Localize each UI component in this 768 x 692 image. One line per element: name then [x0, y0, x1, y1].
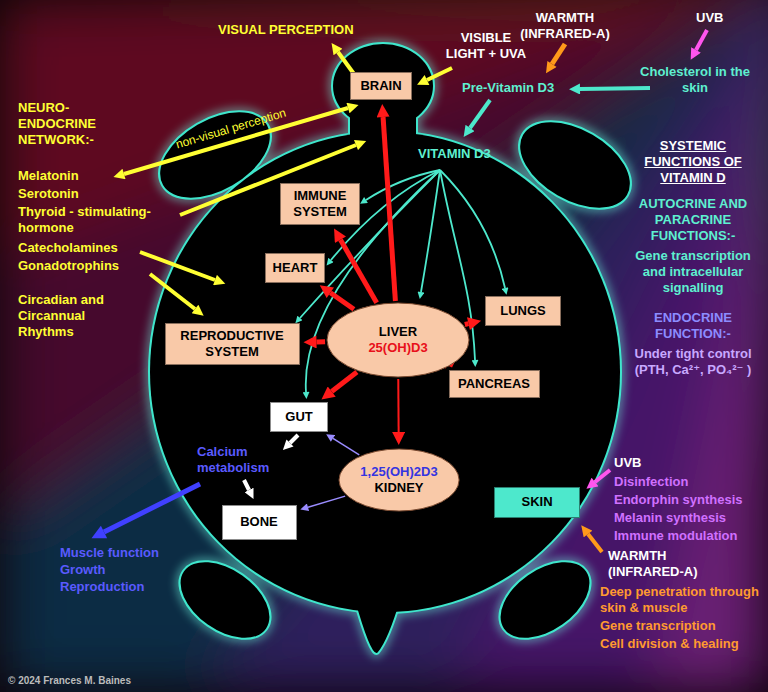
annotation-label: NEURO-ENDOCRINE NETWORK:-	[18, 100, 118, 148]
annotation-label: Circadian and Circannual Rhythms	[18, 292, 138, 340]
annotation-label: Growth	[60, 562, 106, 578]
organ-box: SKIN	[494, 487, 580, 518]
organ-box: REPRODUCTIVE SYSTEM	[165, 323, 300, 365]
leader-arrow	[696, 30, 707, 50]
leader-arrow	[338, 52, 354, 74]
leader-arrow	[595, 470, 610, 482]
node-text: HEART	[273, 260, 318, 276]
node-text: 25(OH)D3	[368, 340, 427, 356]
node-text: SKIN	[521, 494, 552, 510]
annotation-label: Reproduction	[60, 579, 145, 595]
vitamin-d-line	[366, 170, 440, 200]
annotation-label: UVB	[696, 10, 723, 26]
node-text: KIDNEY	[360, 480, 437, 496]
leader-arrow	[552, 44, 565, 64]
annotation-label: Pre-Vitamin D3	[462, 80, 554, 96]
annotation-label: Deep penetration through skin & muscle	[600, 584, 765, 616]
annotation-label: Melatonin	[18, 168, 79, 184]
organ-box: GUT	[270, 402, 328, 432]
annotation-label: SYSTEMIC FUNCTIONS OF VITAMIN D	[622, 138, 764, 186]
annotation-label: Catecholamines	[18, 240, 118, 256]
connector-arrow	[397, 379, 399, 432]
leader-arrows	[104, 30, 707, 552]
annotation-label: ENDOCRINE FUNCTION:-	[622, 310, 764, 342]
organ-ellipse: 1,25(OH)2D3KIDNEY	[339, 449, 459, 511]
leader-arrow	[124, 108, 348, 174]
annotation-label: AUTOCRINE AND PARACRINE FUNCTIONS:-	[622, 196, 764, 244]
organ-box: BONE	[222, 505, 297, 540]
organ-box: LUNGS	[485, 296, 561, 326]
leader-arrow	[588, 534, 602, 552]
organ-box: PANCREAS	[449, 370, 540, 398]
annotation-label: Melanin synthesis	[614, 510, 726, 526]
turtle-glow	[146, 44, 645, 653]
connector-arrow	[465, 321, 469, 327]
turtle-outline	[146, 44, 645, 653]
organ-box: HEART	[265, 253, 326, 283]
leader-arrow	[104, 484, 200, 532]
node-text: IMMUNE SYSTEM	[288, 188, 352, 220]
connector-arrow	[341, 240, 377, 303]
annotation-label: Thyroid - stimulating- hormone	[18, 204, 178, 236]
connector-arrow	[316, 339, 325, 344]
leader-arrow	[427, 68, 452, 80]
vitamin-d-line	[421, 170, 440, 292]
connector-arrow	[330, 293, 354, 309]
vitamin-d-line	[440, 170, 505, 288]
annotation-label: VISIBLE LIGHT + UVA	[440, 30, 532, 62]
node-text: 1,25(OH)2D3	[360, 464, 437, 480]
annotation-label: Under tight control (PTH, Ca²⁺, PO₄²⁻ )	[622, 346, 764, 378]
node-text: LIVER	[368, 324, 427, 340]
ellipse-shape	[339, 449, 459, 511]
annotation-label: WARMTH (INFRARED-A)	[608, 548, 708, 580]
node-text: PANCREAS	[458, 376, 530, 392]
annotation-label: Disinfection	[614, 474, 688, 490]
annotation-label: Cell division & healing	[600, 636, 739, 652]
organ-box: BRAIN	[350, 72, 412, 100]
node-text: REPRODUCTIVE SYSTEM	[173, 328, 292, 360]
annotation-label: Gonadotrophins	[18, 258, 119, 274]
leader-arrow	[290, 435, 298, 443]
annotation-label: Gene transcription and intracellular sig…	[622, 248, 764, 296]
annotation-label: VISUAL PERCEPTION	[218, 22, 354, 38]
annotation-label: Endorphin synthesis	[614, 492, 743, 508]
node-text: LUNGS	[500, 303, 546, 319]
turtle-silhouette	[146, 44, 645, 653]
annotation-label: Cholesterol in the skin	[640, 64, 750, 96]
leader-arrow	[470, 100, 490, 128]
organ-box: IMMUNE SYSTEM	[280, 183, 360, 225]
annotation-label: Serotonin	[18, 186, 79, 202]
ellipse-shape	[327, 303, 469, 377]
annotation-label: WARMTH (INFRARED-A)	[510, 10, 620, 42]
node-text: GUT	[285, 409, 312, 425]
annotation-label: UVB	[614, 455, 641, 471]
annotation-label: Immune modulation	[614, 528, 738, 544]
node-text: BONE	[240, 514, 278, 530]
leader-arrow	[580, 88, 650, 89]
leader-arrow	[150, 274, 195, 309]
connector-arrow	[332, 372, 357, 392]
annotation-label: Calcium metabolism	[197, 444, 287, 476]
annotation-label: © 2024 Frances M. Baines	[8, 674, 131, 687]
connector-arrow	[383, 117, 395, 301]
connector-arrow	[333, 438, 359, 455]
connector-arrow	[308, 496, 345, 507]
annotation-label: VITAMIN D3	[418, 146, 491, 162]
node-text: BRAIN	[360, 78, 401, 94]
leader-arrow	[244, 480, 249, 490]
organ-ellipse: LIVER25(OH)D3	[327, 303, 469, 377]
annotation-label: Muscle function	[60, 545, 159, 561]
annotation-label: Gene transcription	[600, 618, 716, 634]
